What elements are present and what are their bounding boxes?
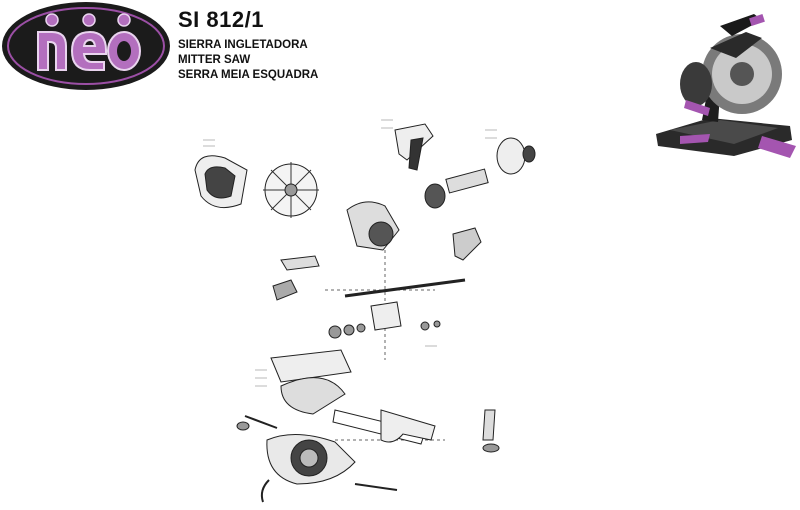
product-name-en: MITTER SAW [178, 54, 251, 66]
model-number: SI 812/1 [178, 7, 264, 32]
document-header: SI 812/1 SIERRA INGLETADORA MITTER SAW S… [178, 8, 318, 83]
exploded-parts-diagram [185, 110, 550, 505]
product-name-es: SIERRA INGLETADORA [178, 39, 308, 51]
brand-logo [0, 0, 172, 92]
product-name-pt: SERRA MEIA ESQUADRA [178, 69, 319, 81]
miter-saw-photo [650, 8, 798, 160]
